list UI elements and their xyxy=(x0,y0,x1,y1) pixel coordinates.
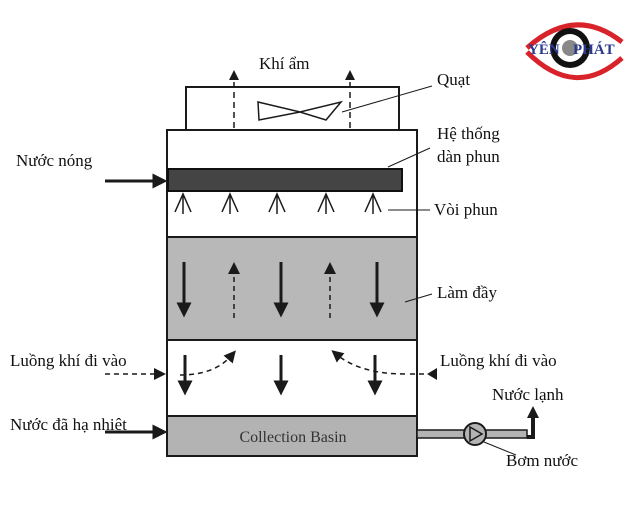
label-air-inlet-left: Luồng khí đi vào xyxy=(10,351,127,370)
label-fan: Quạt xyxy=(437,70,470,89)
water-flow-arrows xyxy=(176,262,385,318)
label-spray-system-2: dàn phun xyxy=(437,147,500,166)
label-hot-water: Nước nóng xyxy=(16,151,93,170)
collection-basin-label: Collection Basin xyxy=(239,429,346,446)
label-cold-water: Nước lạnh xyxy=(492,385,564,404)
label-cooled-water: Nước đã hạ nhiệt xyxy=(10,415,127,434)
pump-icon xyxy=(463,422,487,446)
fan-housing xyxy=(185,86,400,131)
logo-text-right: PHÁT xyxy=(573,41,615,58)
logo-text-left: YÊN xyxy=(528,41,560,58)
fill-section xyxy=(166,236,418,341)
label-moist-air: Khí ẩm xyxy=(259,54,310,73)
spray-bar xyxy=(167,168,403,192)
label-nozzle: Vòi phun xyxy=(434,200,498,219)
label-pump: Bơm nước xyxy=(506,451,579,470)
spray-nozzles xyxy=(174,192,382,214)
label-air-inlet-right: Luồng khí đi vào xyxy=(440,351,557,370)
logo: YÊN PHÁT xyxy=(525,22,624,81)
fan-icon xyxy=(257,100,344,121)
label-fill: Làm đầy xyxy=(437,283,497,302)
label-spray-system-1: Hệ thống xyxy=(437,124,500,143)
collection-basin xyxy=(166,415,418,457)
